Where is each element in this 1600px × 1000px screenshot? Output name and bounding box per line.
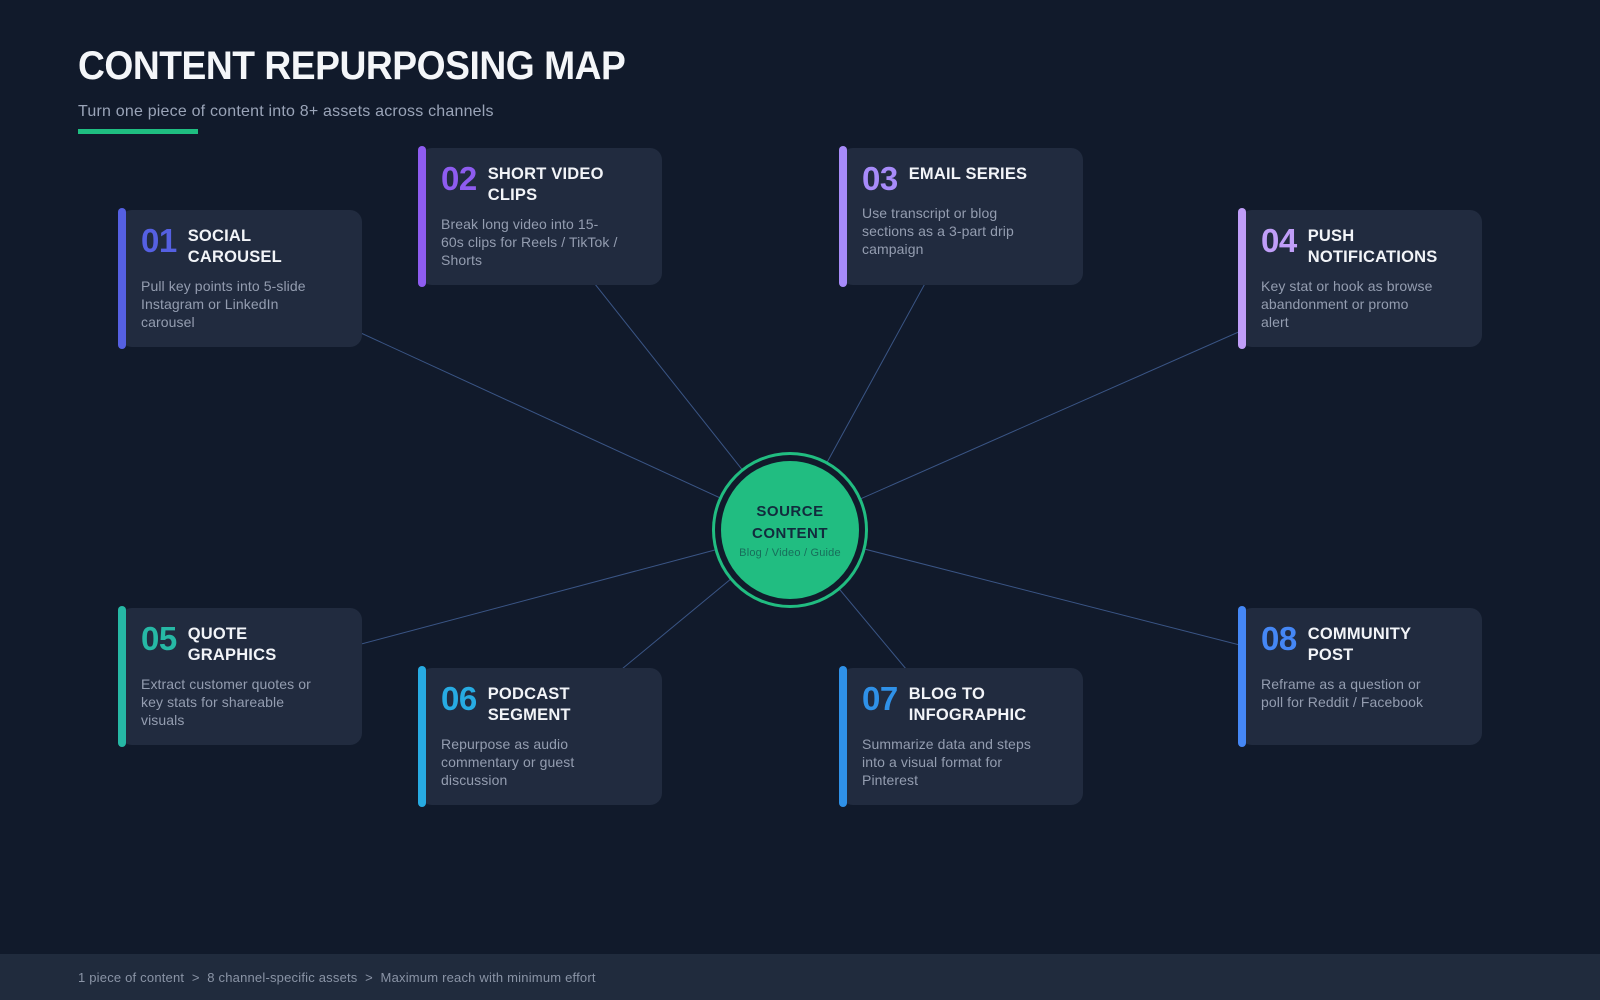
card-title: BLOG TO INFOGRAPHIC xyxy=(908,685,1027,724)
card-06-podcast-segment: 06 PODCAST SEGMENT Repurpose as audio co… xyxy=(418,666,662,807)
source-content-title: SOURCE CONTENT xyxy=(752,502,828,542)
card-number: 02 xyxy=(441,160,477,197)
card-title: PUSH NOTIFICATIONS xyxy=(1307,227,1438,266)
card-description: Break long video into 15-60s clips for R… xyxy=(441,216,618,269)
card-title: QUOTE GRAPHICS xyxy=(187,625,277,664)
card-number: 05 xyxy=(141,620,177,657)
card-accent-bar xyxy=(1238,208,1246,349)
card-title: SOCIAL CAROUSEL xyxy=(187,227,282,266)
page-subtitle: Turn one piece of content into 8+ assets… xyxy=(78,103,494,120)
card-accent-bar xyxy=(118,208,126,349)
card-accent-bar xyxy=(1238,606,1246,747)
card-04-push-notifications: 04 PUSH NOTIFICATIONS Key stat or hook a… xyxy=(1238,208,1482,349)
card-title: EMAIL SERIES xyxy=(908,165,1028,183)
card-number: 04 xyxy=(1261,222,1297,259)
card-accent-bar xyxy=(118,606,126,747)
card-title: SHORT VIDEO CLIPS xyxy=(487,165,604,204)
card-title: COMMUNITY POST xyxy=(1307,625,1411,664)
card-number: 01 xyxy=(141,222,177,259)
card-07-blog-to-infographic: 07 BLOG TO INFOGRAPHIC Summarize data an… xyxy=(839,666,1083,807)
card-accent-bar xyxy=(839,146,847,287)
card-number: 07 xyxy=(862,680,898,717)
card-description: Extract customer quotes or key stats for… xyxy=(141,676,311,729)
card-02-short-video-clips: 02 SHORT VIDEO CLIPS Break long video in… xyxy=(418,146,662,287)
card-description: Repurpose as audio commentary or guest d… xyxy=(441,736,575,789)
card-header: 01 SOCIAL CAROUSEL xyxy=(141,222,344,267)
source-content-node: SOURCE CONTENT Blog / Video / Guide xyxy=(715,455,865,605)
title-underline-bar xyxy=(78,129,198,134)
footer-summary-text: 1 piece of content > 8 channel-specific … xyxy=(78,969,596,985)
card-header: 05 QUOTE GRAPHICS xyxy=(141,620,344,665)
card-header: 03 EMAIL SERIES xyxy=(862,160,1065,197)
card-header: 02 SHORT VIDEO CLIPS xyxy=(441,160,644,205)
card-header: 08 COMMUNITY POST xyxy=(1261,620,1464,665)
card-description: Key stat or hook as browse abandonment o… xyxy=(1261,278,1433,331)
card-number: 03 xyxy=(862,160,898,197)
footer-bar: 1 piece of content > 8 channel-specific … xyxy=(0,954,1600,1000)
card-description: Reframe as a question or poll for Reddit… xyxy=(1261,676,1424,711)
card-description: Pull key points into 5-slide Instagram o… xyxy=(141,278,306,331)
card-header: 04 PUSH NOTIFICATIONS xyxy=(1261,222,1464,267)
card-header: 06 PODCAST SEGMENT xyxy=(441,680,644,725)
card-number: 08 xyxy=(1261,620,1297,657)
card-03-email-series: 03 EMAIL SERIES Use transcript or blog s… xyxy=(839,146,1083,287)
card-header: 07 BLOG TO INFOGRAPHIC xyxy=(862,680,1065,725)
card-description: Summarize data and steps into a visual f… xyxy=(862,736,1031,789)
card-number: 06 xyxy=(441,680,477,717)
card-description: Use transcript or blog sections as a 3-p… xyxy=(862,205,1014,258)
card-accent-bar xyxy=(418,666,426,807)
card-accent-bar xyxy=(418,146,426,287)
source-content-subtitle: Blog / Video / Guide xyxy=(739,547,841,560)
card-08-community-post: 08 COMMUNITY POST Reframe as a question … xyxy=(1238,606,1482,747)
card-title: PODCAST SEGMENT xyxy=(487,685,571,724)
card-accent-bar xyxy=(839,666,847,807)
header: CONTENT REPURPOSING MAP Turn one piece o… xyxy=(78,44,667,121)
card-05-quote-graphics: 05 QUOTE GRAPHICS Extract customer quote… xyxy=(118,606,362,747)
card-01-social-carousel: 01 SOCIAL CAROUSEL Pull key points into … xyxy=(118,208,362,349)
page-title: CONTENT REPURPOSING MAP xyxy=(78,44,626,88)
